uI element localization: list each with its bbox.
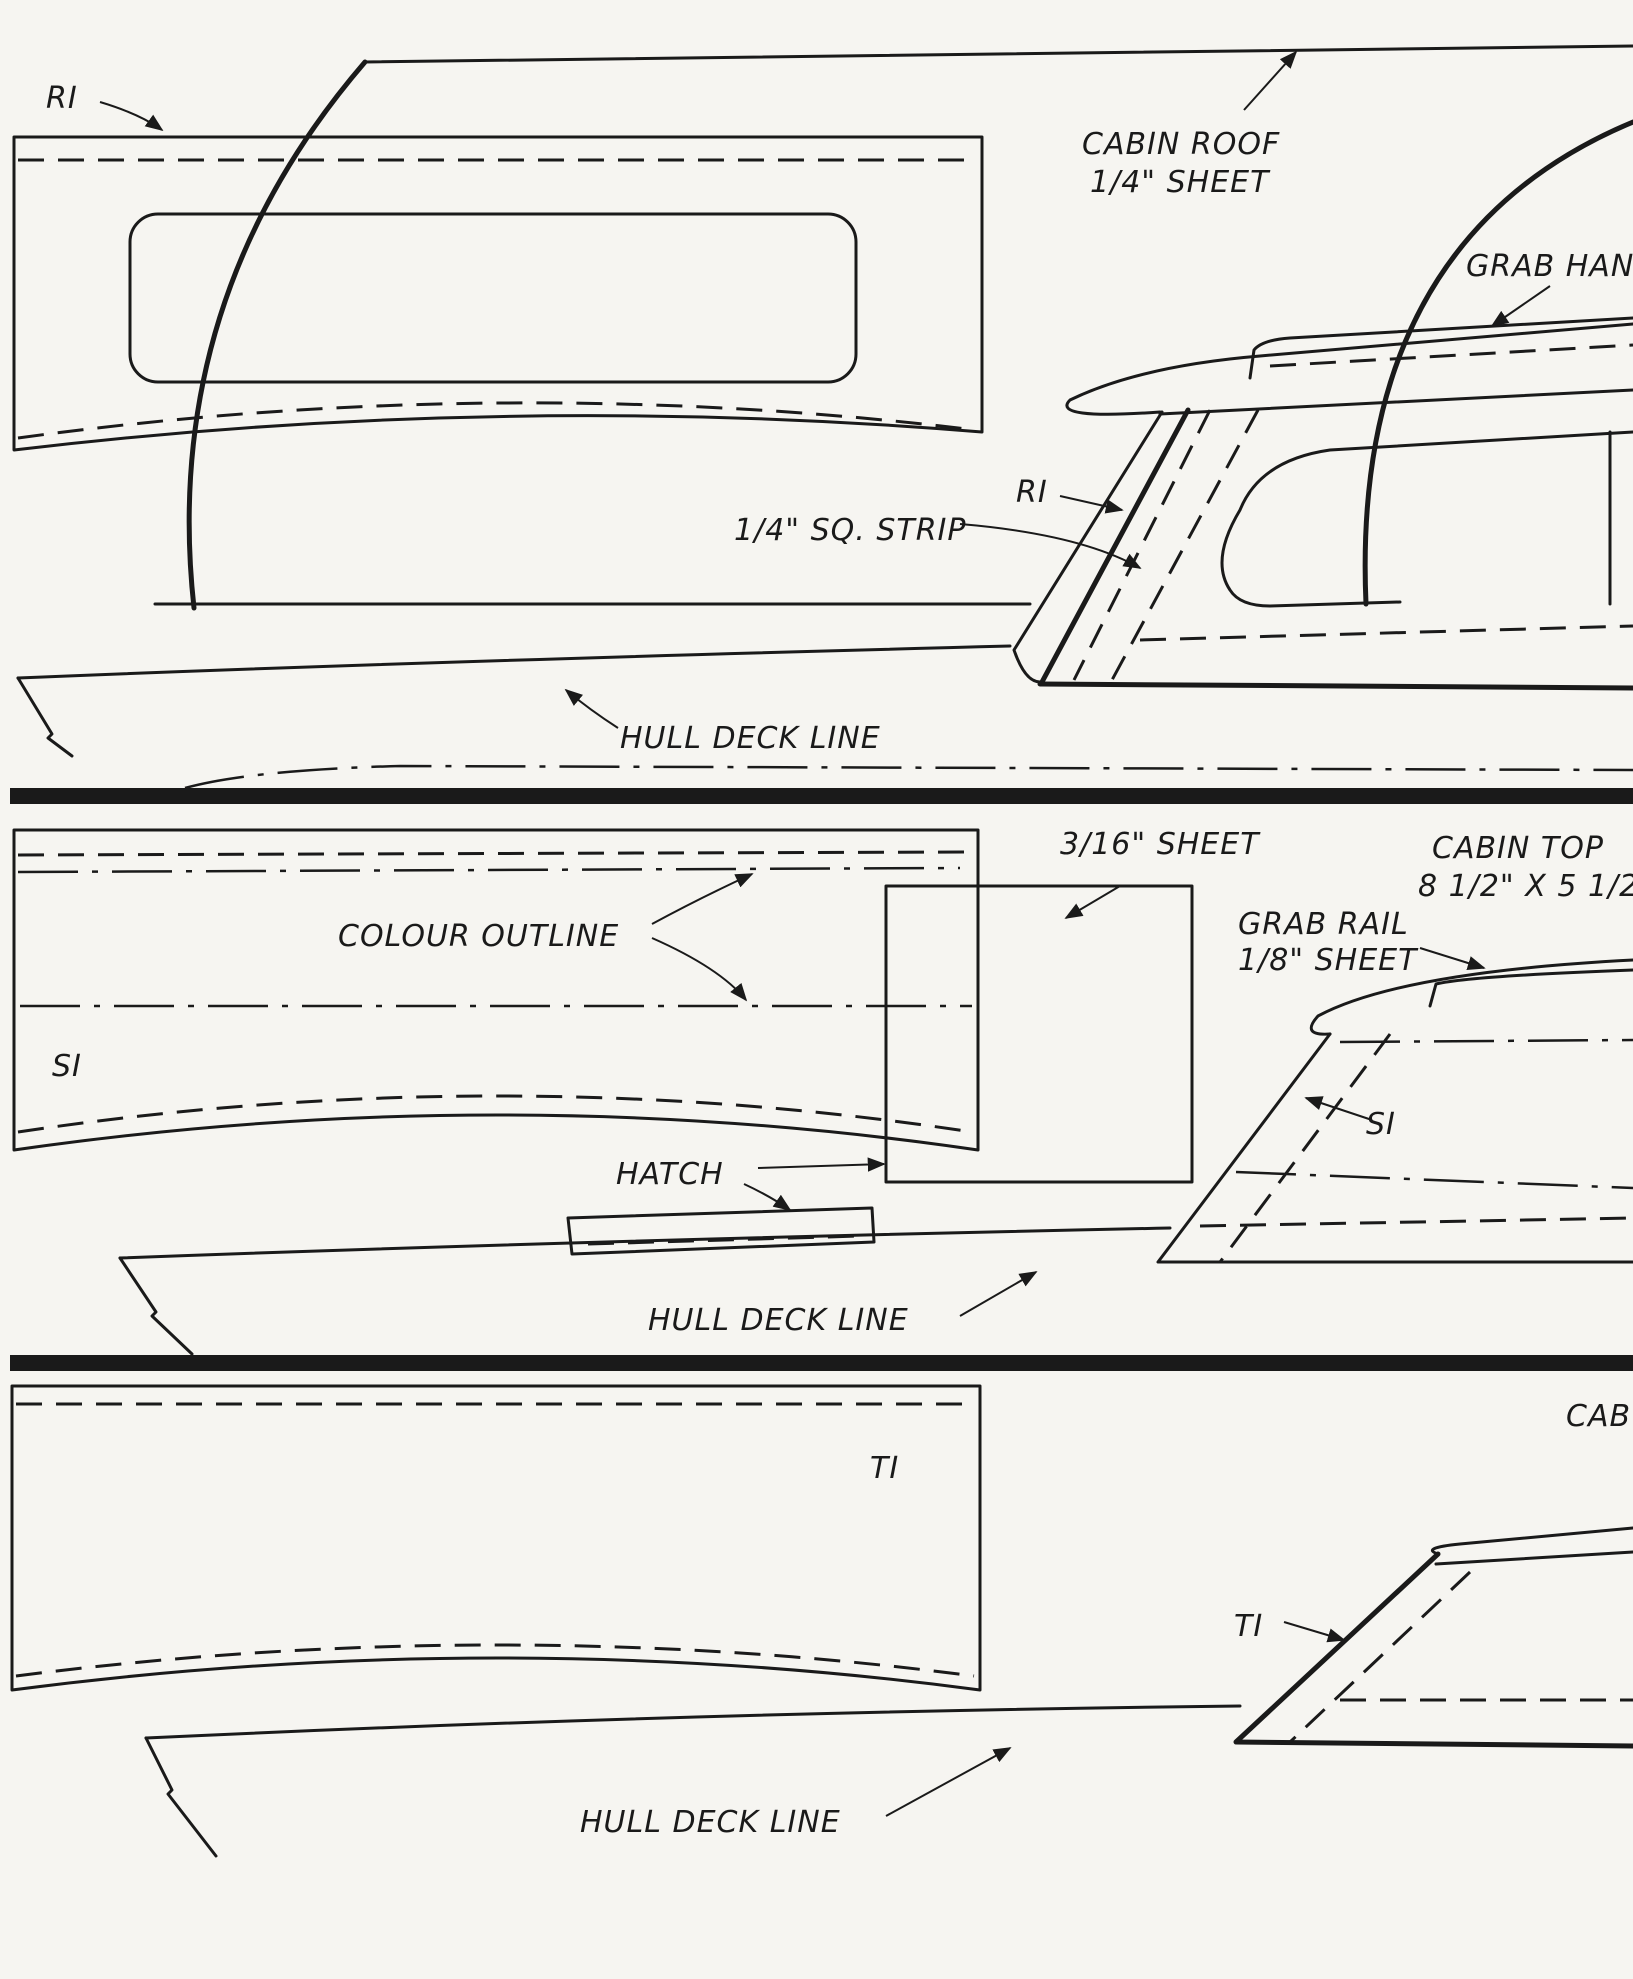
hull-bow-step-3: [144, 1736, 218, 1858]
hull-bow-step-1: [16, 676, 74, 758]
rear-base-dash: [1139, 624, 1633, 642]
label-cabin-roof: CABIN ROOF: [1082, 127, 1280, 162]
label-grab-rail: GRAB RAIL: [1238, 907, 1409, 942]
label-r1-mid: RI: [1016, 475, 1048, 510]
s1-roof-dash: [1339, 1038, 1633, 1044]
windscreen-strip-heavy: [1039, 407, 1191, 685]
label-hull-deck-2: HULL DECK LINE: [648, 1303, 909, 1338]
labels: RI CABIN ROOF 1/4" SHEET GRAB HAN RI 1/4…: [46, 81, 1633, 1840]
roof-overhang: [1065, 322, 1633, 416]
t1-windscreen-dash: [1288, 1570, 1472, 1744]
label-s1-left: SI: [52, 1049, 82, 1084]
label-s1-right: SI: [1366, 1107, 1396, 1142]
t1-cabin-top: [1431, 1526, 1633, 1556]
label-cabin-roof-sheet: 1/4" SHEET: [1090, 165, 1271, 200]
hull-bow-step-2: [118, 1256, 194, 1356]
s1-bottom-dash: [17, 1094, 973, 1134]
s1-cabin-line: [1235, 1170, 1633, 1190]
label-hull-deck-3: HULL DECK LINE: [580, 1805, 841, 1840]
label-hull-deck-1: HULL DECK LINE: [620, 721, 881, 756]
rear-window: [1220, 430, 1633, 608]
t1-cabin-under: [1434, 1550, 1633, 1566]
section-separator-1: [10, 788, 1633, 804]
label-cabin-top: CABIN TOP: [1432, 831, 1604, 866]
s1-windscreen: [1156, 1032, 1633, 1264]
rear-cabin-curve: [1362, 119, 1633, 607]
t1-panel-outline: [10, 1384, 982, 1692]
r1-window-cutout: [128, 212, 858, 384]
s1-sheet-316-rect: [884, 884, 1194, 1184]
hatch-panel: [566, 1206, 876, 1256]
roof-under-line: [1158, 388, 1633, 416]
label-grab-handle: GRAB HAN: [1466, 249, 1633, 284]
cabin-roof-curve: [186, 59, 368, 611]
section-t1: [10, 1384, 1633, 1858]
label-sheet-316: 3/16" SHEET: [1060, 827, 1261, 862]
hull-deck-line-3: [144, 1704, 1242, 1740]
s1-windscreen-dash: [1218, 1033, 1392, 1263]
label-colour-outline: COLOUR OUTLINE: [338, 919, 619, 954]
section-r1: [12, 44, 1633, 790]
cabin-roof-top-line: [363, 44, 1633, 64]
label-hatch: HATCH: [616, 1157, 724, 1192]
s1-cabin-dash: [1199, 1216, 1633, 1228]
label-cab-partial: CAB: [1566, 1399, 1631, 1434]
hull-centerline-1: [184, 764, 1633, 790]
label-grab-rail-sheet: 1/8" SHEET: [1238, 943, 1419, 978]
label-t1-left: TI: [870, 1451, 899, 1486]
s1-grab-rail: [1428, 968, 1633, 1008]
label-cabin-top-dims: 8 1/2" X 5 1/2" X 1: [1418, 869, 1633, 904]
hull-deck-line-2: [118, 1226, 1172, 1260]
r1-panel-bottom-dash: [17, 401, 976, 440]
label-sq-strip: 1/4" SQ. STRIP: [734, 513, 967, 548]
windscreen-dash-1: [1072, 409, 1212, 681]
section-s1: [12, 828, 1633, 1356]
section-separator-2: [10, 1355, 1633, 1371]
windscreen-frame: [1012, 410, 1164, 684]
grab-handle-outline: [1248, 316, 1633, 380]
label-t1-right: TI: [1234, 1609, 1263, 1644]
label-r1-top: RI: [46, 81, 78, 116]
t1-bottom-dash: [15, 1643, 975, 1678]
t1-windscreen: [1233, 1551, 1633, 1749]
hull-deck-line-1: [16, 644, 1012, 680]
r1-panel-outline: [12, 135, 984, 452]
grab-handle-dash: [1269, 343, 1633, 368]
windscreen-dash-2: [1110, 409, 1260, 681]
s1-top-dash-2: [17, 866, 961, 874]
s1-panel-outline: [12, 828, 980, 1152]
leader-arrows: [99, 50, 1551, 1817]
s1-top-dash-1: [17, 850, 973, 857]
s1-cabin-top-curve: [1309, 958, 1633, 1036]
hull-deck-heavy-1: [1037, 681, 1633, 691]
